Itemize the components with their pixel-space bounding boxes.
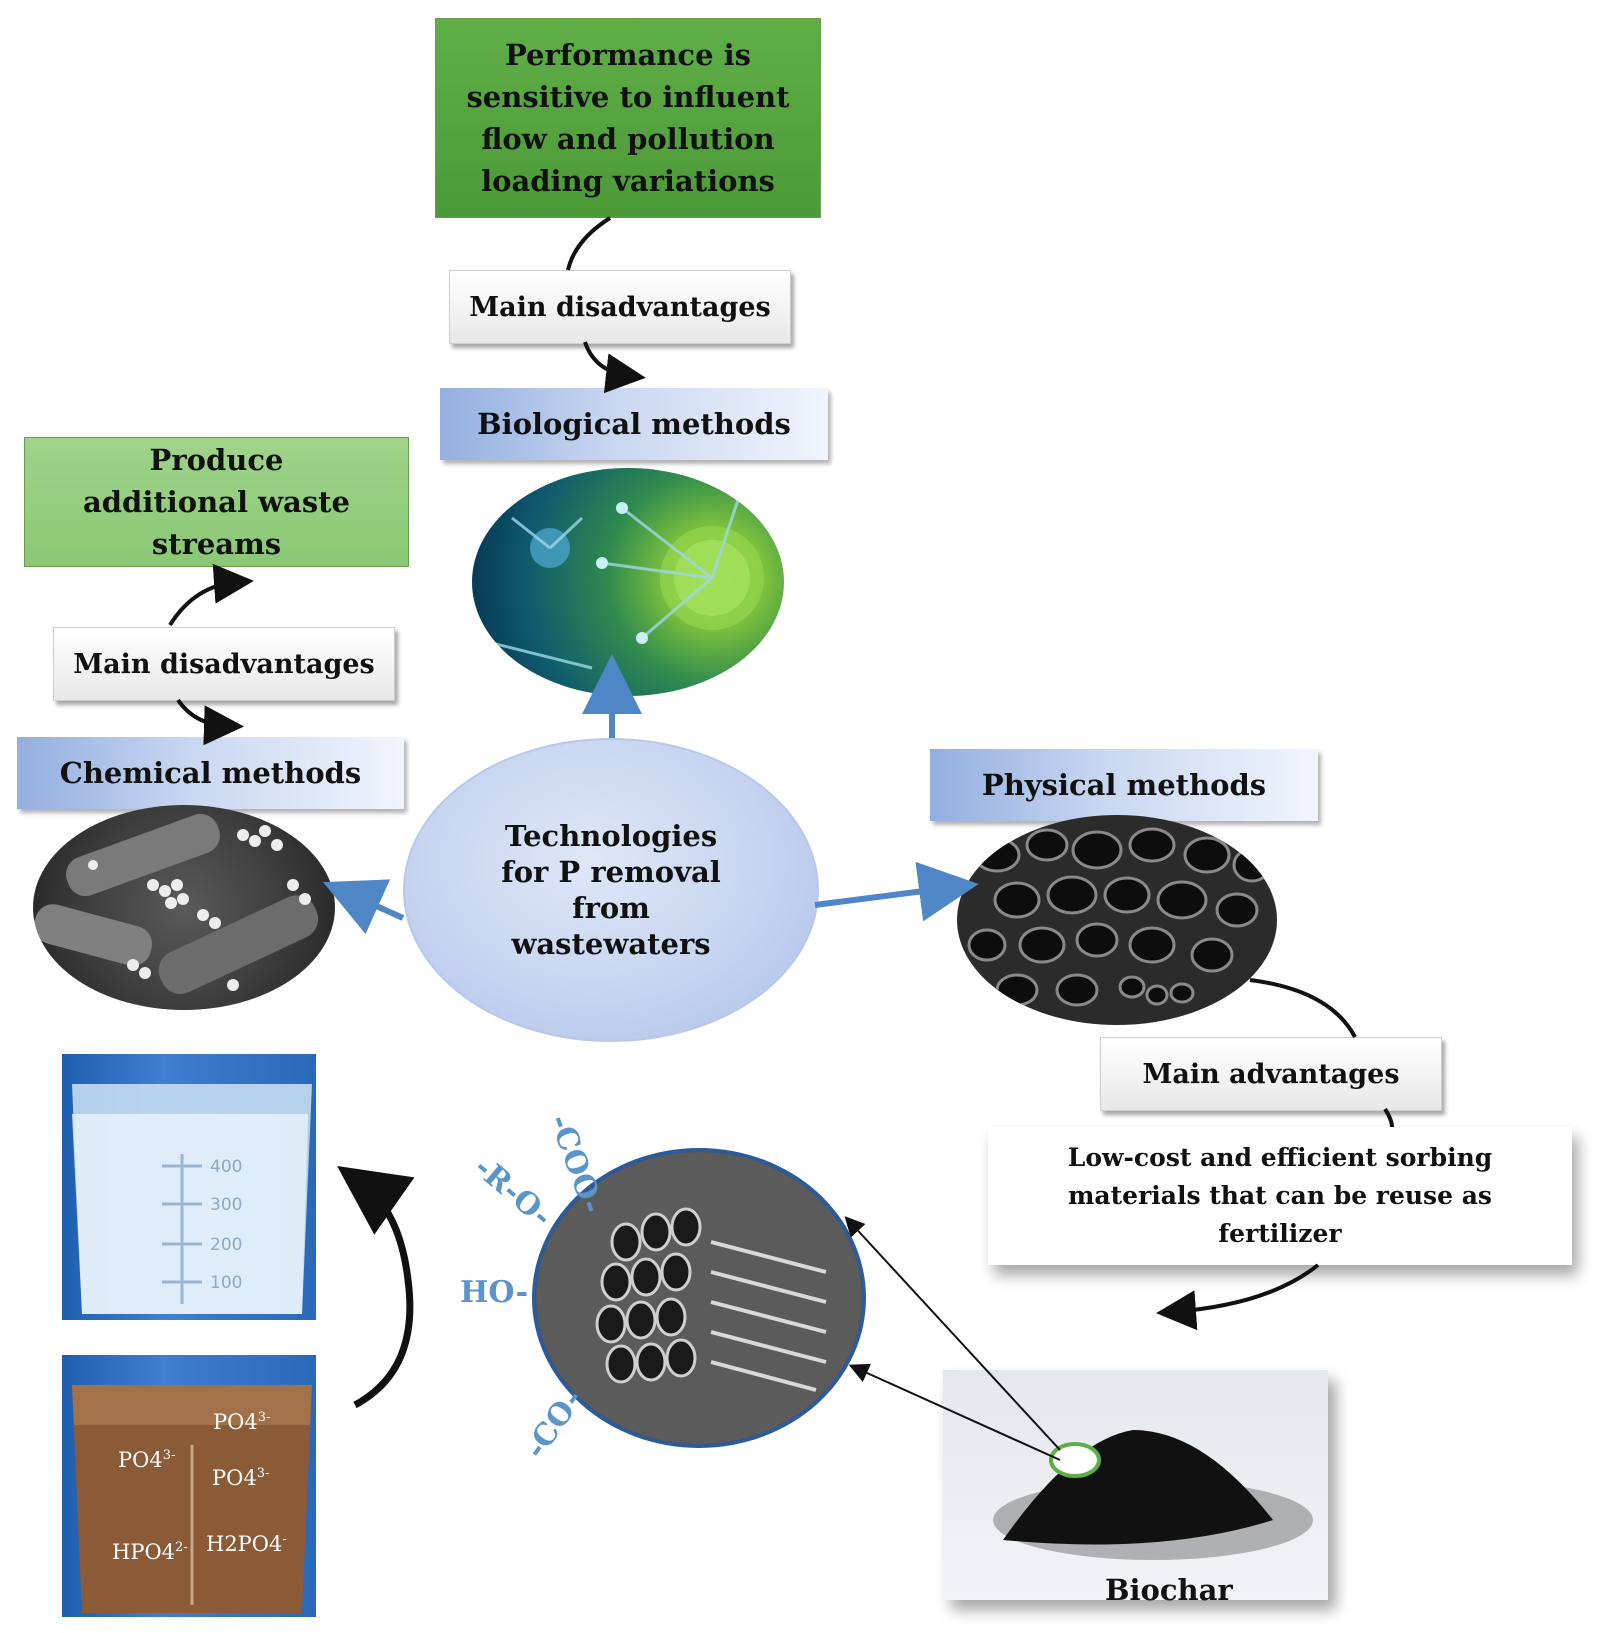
biological-disadvantage-box: Performance is sensitive to influent flo… bbox=[435, 18, 821, 218]
wastewater-beaker-illustration bbox=[72, 1385, 312, 1613]
arrow-to-physical bbox=[814, 861, 979, 922]
ion-formula: PO4 bbox=[213, 1410, 258, 1434]
chemical-methods-header: Chemical methods bbox=[17, 737, 404, 809]
ion-formula: PO4 bbox=[118, 1448, 163, 1472]
biological-methods-header: Biological methods bbox=[440, 388, 828, 460]
ion-label-3: PO43- bbox=[212, 1466, 269, 1490]
chemical-sem-illustration bbox=[33, 813, 319, 994]
ion-formula: HPO4 bbox=[112, 1540, 176, 1564]
clean-water-beaker-photo: 400 300 200 100 bbox=[62, 1054, 316, 1320]
chemical-disadvantage-text: Produce additional waste streams bbox=[82, 443, 351, 561]
ion-charge: 3- bbox=[256, 1466, 270, 1481]
physical-advantage-box: Low-cost and efficient sorbing materials… bbox=[988, 1127, 1572, 1265]
connector-advantages-box bbox=[1383, 1107, 1394, 1128]
chemical-disadvantage-box: Produce additional waste streams bbox=[24, 437, 409, 567]
surface-group-ho: HO- bbox=[460, 1275, 529, 1310]
beaker-mark-400: 400 bbox=[210, 1157, 242, 1177]
main-disadvantages-label-chemical: Main disadvantages bbox=[53, 627, 395, 701]
ion-charge: 2- bbox=[175, 1540, 188, 1555]
central-technologies-node: Technologies for P removal from wastewat… bbox=[403, 738, 819, 1042]
ion-formula: H2PO4 bbox=[206, 1532, 283, 1556]
central-technologies-text: Technologies for P removal from wastewat… bbox=[501, 819, 721, 961]
beaker-mark-100: 100 bbox=[210, 1273, 242, 1293]
ion-formula: PO4 bbox=[212, 1466, 257, 1490]
biochar-sem-image bbox=[532, 1148, 866, 1448]
arrow-to-chemical-disadvantage bbox=[168, 563, 254, 627]
arrow-to-biological-header bbox=[583, 341, 646, 394]
beaker-mark-200: 200 bbox=[210, 1235, 242, 1255]
biochar-label: Biochar bbox=[1105, 1573, 1233, 1607]
physical-methods-header: Physical methods bbox=[930, 749, 1318, 821]
biological-disadvantage-text: Performance is sensitive to influent flo… bbox=[466, 38, 790, 198]
biochar-pore-illustration bbox=[536, 1152, 862, 1444]
beaker-mark-300: 300 bbox=[210, 1195, 242, 1215]
main-advantages-label: Main advantages bbox=[1100, 1037, 1442, 1111]
ion-label-5: H2PO4- bbox=[206, 1532, 287, 1556]
ion-label-4: HPO42- bbox=[112, 1540, 188, 1564]
physical-sem-image bbox=[957, 815, 1277, 1025]
arrow-to-chemical-header bbox=[176, 698, 244, 746]
porous-structure-illustration bbox=[967, 827, 1272, 1007]
connector-physical-advantages bbox=[1249, 978, 1357, 1038]
biochar-zoom-line-1 bbox=[844, 1216, 1061, 1451]
biochar-photo bbox=[943, 1370, 1328, 1600]
connector-bio-top bbox=[566, 216, 612, 271]
ion-charge: 3- bbox=[257, 1410, 271, 1425]
biochar-zoom-line-2 bbox=[848, 1363, 1061, 1461]
physical-advantage-text: Low-cost and efficient sorbing materials… bbox=[1067, 1143, 1493, 1248]
ion-label-2: PO43- bbox=[118, 1448, 175, 1472]
wastewater-beaker-photo bbox=[62, 1355, 316, 1617]
ion-charge: - bbox=[282, 1532, 287, 1547]
clean-beaker-illustration: 400 300 200 100 bbox=[72, 1084, 312, 1314]
ion-label-1: PO43- bbox=[213, 1410, 270, 1434]
arrow-wastewater-to-clean bbox=[337, 1165, 415, 1409]
arrow-to-biochar bbox=[1156, 1263, 1320, 1331]
chemical-sem-image bbox=[33, 805, 335, 1010]
ion-charge: 3- bbox=[162, 1448, 176, 1463]
main-disadvantages-label-biological: Main disadvantages bbox=[449, 270, 791, 344]
arrow-to-chemical bbox=[323, 879, 405, 935]
biochar-pile-illustration bbox=[993, 1430, 1313, 1560]
